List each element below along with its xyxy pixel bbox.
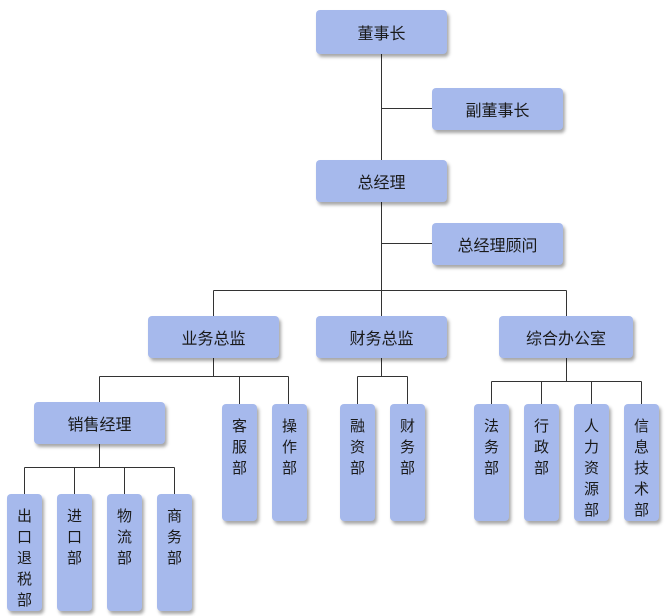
node-commerce: 商务部 (157, 494, 192, 611)
node-operations: 操作部 (272, 404, 307, 521)
node-export-tax-refund: 出口退税部 (7, 494, 42, 611)
node-financing: 融资部 (340, 404, 375, 521)
node-chairman: 董事长 (316, 10, 447, 54)
node-finance-dept: 财务部 (390, 404, 425, 521)
node-finance-director: 财务总监 (316, 316, 447, 358)
node-hr: 人力资源部 (574, 404, 609, 521)
node-customer-service: 客服部 (222, 404, 257, 521)
node-it: 信息技术部 (624, 404, 659, 521)
node-gm-advisor: 总经理顾问 (432, 223, 563, 265)
node-sales-manager: 销售经理 (34, 402, 165, 444)
node-logistics: 物流部 (107, 494, 142, 611)
node-legal: 法务部 (474, 404, 509, 521)
node-general-manager: 总经理 (316, 160, 447, 202)
node-import: 进口部 (57, 494, 92, 611)
node-general-office: 综合办公室 (499, 316, 633, 358)
node-business-director: 业务总监 (148, 316, 279, 358)
node-vice-chairman: 副董事长 (432, 88, 563, 130)
node-administration: 行政部 (524, 404, 559, 521)
